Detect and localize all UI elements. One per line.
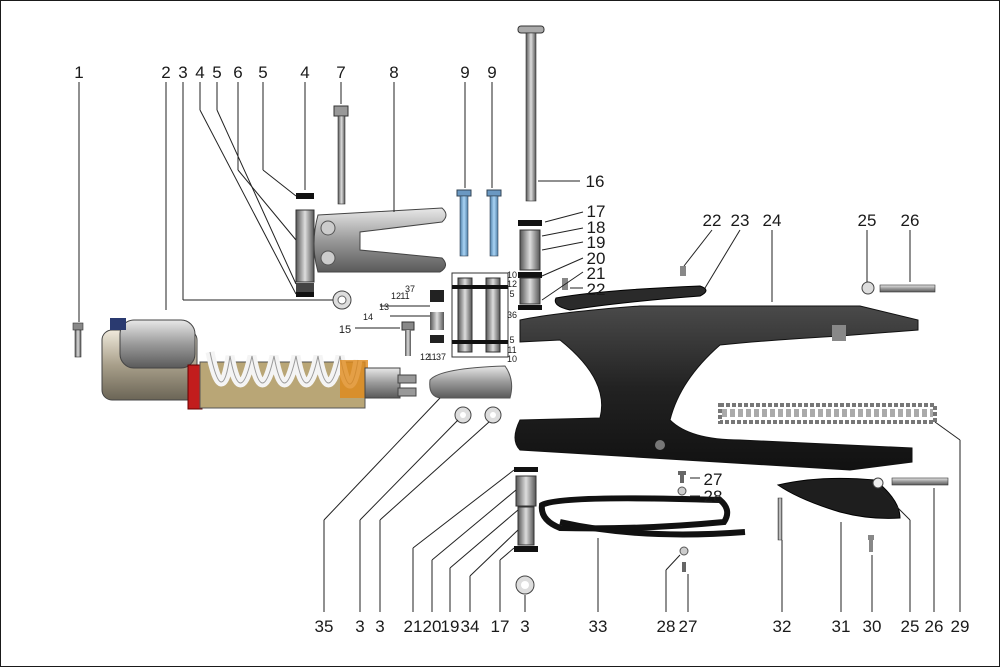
- callout-23: 23: [731, 211, 750, 230]
- bottom-callout-labels: 35 3 3 21 20 19 34 17 3 33 28 27 32 31 3…: [315, 617, 970, 636]
- mid-callout-labels: 27 28: [704, 470, 723, 506]
- callout-small-37: 37: [405, 284, 415, 294]
- bolt-part-30: [868, 535, 874, 552]
- pins-part-9: [456, 189, 502, 257]
- callout-22b: 22: [703, 211, 722, 230]
- callout-24: 24: [763, 211, 782, 230]
- callout-4b: 4: [300, 63, 309, 82]
- chain-slider-lower: [538, 495, 746, 538]
- chain-slider-upper: [554, 266, 707, 311]
- callout-9a: 9: [460, 63, 469, 82]
- callout-17: 17: [587, 202, 606, 221]
- callout-9b: 9: [487, 63, 496, 82]
- callout-35: 35: [315, 617, 334, 636]
- callout-3: 3: [178, 63, 187, 82]
- callout-27a: 27: [704, 470, 723, 489]
- callout-3c: 3: [520, 617, 529, 636]
- callout-18: 18: [587, 218, 606, 237]
- long-bolt-part-16: [517, 25, 545, 202]
- callout-28a: 28: [704, 487, 723, 506]
- callout-3a: 3: [355, 617, 364, 636]
- callout-small-10b: 10: [507, 354, 517, 364]
- callout-small-10a: 10: [507, 270, 517, 280]
- bushing-assembly-left: [295, 193, 315, 297]
- callout-26: 26: [901, 211, 920, 230]
- leader-lines: [78, 82, 961, 612]
- callout-33: 33: [589, 617, 608, 636]
- callout-31: 31: [832, 617, 851, 636]
- callout-6: 6: [233, 63, 242, 82]
- callout-16: 16: [586, 172, 605, 191]
- callout-small-11c: 11: [427, 352, 436, 362]
- callout-22a: 22: [587, 280, 606, 299]
- callout-15: 15: [339, 324, 351, 336]
- callout-21b: 21: [404, 617, 423, 636]
- callout-small-14: 14: [363, 312, 373, 322]
- linkage-arm: [313, 207, 447, 273]
- callout-small-12b: 12: [420, 352, 430, 362]
- chain-guide: [776, 477, 949, 519]
- callout-3b: 3: [375, 617, 384, 636]
- top-callout-labels: 1 2 3 4 5 6 5 4 7 8 9 9 16 17 18 19 20 2…: [74, 63, 919, 299]
- swingarm: [514, 305, 919, 471]
- callout-2: 2: [161, 63, 170, 82]
- callout-32: 32: [773, 617, 792, 636]
- callout-small-37b: 37: [436, 352, 446, 362]
- callout-19: 19: [587, 233, 606, 252]
- callout-19b: 19: [441, 617, 460, 636]
- callout-20: 20: [587, 249, 606, 268]
- linkage-rocker: [429, 365, 513, 424]
- callout-34: 34: [461, 617, 480, 636]
- callout-20b: 20: [423, 617, 442, 636]
- bolt-part-32: [777, 497, 783, 541]
- callout-7: 7: [336, 63, 345, 82]
- callout-small-11: 11: [400, 291, 409, 301]
- callout-1: 1: [74, 63, 83, 82]
- bushing-assembly-bottom: [514, 467, 538, 595]
- callout-17b: 17: [491, 617, 510, 636]
- callout-small-12a: 12: [507, 279, 517, 289]
- drive-chain: [718, 403, 937, 424]
- bolt-part-7: [333, 105, 349, 205]
- bolt-part-1: [72, 322, 84, 358]
- shock-absorber: [101, 318, 417, 410]
- callout-30: 30: [863, 617, 882, 636]
- screw-part-27: [677, 471, 689, 572]
- nut-part-3-top: [332, 290, 352, 310]
- callout-27b: 27: [679, 617, 698, 636]
- small-callout-labels: 37 12 11 13 14 36 10 12 5 5 11 10 12 11 …: [363, 270, 517, 364]
- callout-28b: 28: [657, 617, 676, 636]
- callout-8: 8: [389, 63, 398, 82]
- callout-21: 21: [587, 264, 606, 283]
- callout-4: 4: [195, 63, 204, 82]
- callout-small-13: 13: [379, 302, 389, 312]
- bushing-assembly-right: [518, 220, 568, 310]
- callout-5: 5: [212, 63, 221, 82]
- bolt-part-26-top: [861, 281, 936, 295]
- callout-small-11b: 11: [507, 345, 516, 355]
- callout-5b: 5: [258, 63, 267, 82]
- center-bearing-stack: [401, 272, 509, 358]
- callout-small-5a: 5: [509, 289, 514, 299]
- callout-small-12: 12: [391, 291, 401, 301]
- callout-25: 25: [858, 211, 877, 230]
- callout-25b: 25: [901, 617, 920, 636]
- callout-small-5b: 5: [509, 335, 514, 345]
- callout-29: 29: [951, 617, 970, 636]
- callout-small-36: 36: [507, 310, 517, 320]
- callout-26b: 26: [925, 617, 944, 636]
